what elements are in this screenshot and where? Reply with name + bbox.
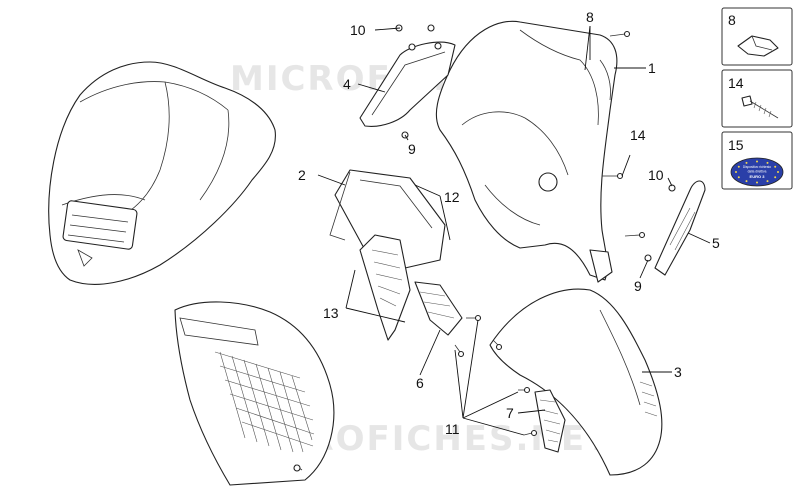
front-shield xyxy=(48,61,276,285)
grille xyxy=(214,351,315,453)
side-panel-right xyxy=(489,288,663,476)
callout-4: 4 xyxy=(343,76,351,92)
callout-6: 6 xyxy=(416,375,424,391)
grille-insert xyxy=(414,281,463,336)
star-icon xyxy=(766,180,769,183)
callout-2: 2 xyxy=(298,167,306,183)
legend-box-15: 15 Dispositivo richiesto dalla direttiva… xyxy=(721,131,793,190)
badge-line-3: EURO 3 xyxy=(750,174,766,179)
star-icon xyxy=(745,161,748,164)
callout-7: 7 xyxy=(506,405,514,421)
star-icon xyxy=(735,171,737,173)
callout-10-right: 10 xyxy=(648,167,664,183)
clip-nut-icon xyxy=(737,35,779,57)
callout-12: 12 xyxy=(444,189,460,205)
glove-box-panel xyxy=(329,169,446,269)
leg-shield xyxy=(174,301,335,486)
callout-1: 1 xyxy=(648,60,656,76)
leader-lines xyxy=(317,25,711,436)
callout-8: 8 xyxy=(586,9,594,25)
legend-number-15: 15 xyxy=(728,137,744,153)
star-icon xyxy=(756,181,758,184)
legend-box-14: 14 xyxy=(721,69,793,128)
badge-line-2: dalla direttiva xyxy=(748,170,767,174)
callout-5: 5 xyxy=(712,235,720,251)
star-icon xyxy=(756,160,758,163)
callout-11: 11 xyxy=(445,421,460,437)
legend-number-14: 14 xyxy=(728,75,744,91)
euro-3-badge: Dispositivo richiesto dalla direttiva EU… xyxy=(730,157,784,187)
callout-9-upper: 9 xyxy=(408,141,416,157)
legend-number-8: 8 xyxy=(728,12,736,28)
star-icon xyxy=(737,165,740,168)
side-grille-left xyxy=(359,234,411,341)
inner-shield xyxy=(435,20,618,283)
legend-box-8: 8 xyxy=(721,7,793,66)
star-icon xyxy=(745,180,748,183)
callout-13: 13 xyxy=(323,305,339,321)
star-icon xyxy=(766,161,769,164)
stars-ring-icon xyxy=(735,160,779,184)
star-icon xyxy=(774,165,777,168)
glove-box-cover xyxy=(359,41,456,127)
star-icon xyxy=(737,176,740,179)
callout-10-left: 10 xyxy=(350,22,366,38)
screw-icon xyxy=(741,95,779,119)
small-grille xyxy=(534,389,566,453)
callout-9-lower: 9 xyxy=(634,278,642,294)
badge-line-1: Dispositivo richiesto xyxy=(743,165,771,169)
callout-14: 14 xyxy=(630,127,646,143)
star-icon xyxy=(774,176,777,179)
screws xyxy=(395,24,676,437)
side-trim-right xyxy=(654,180,706,276)
callout-3: 3 xyxy=(674,364,682,380)
star-icon xyxy=(777,171,779,173)
